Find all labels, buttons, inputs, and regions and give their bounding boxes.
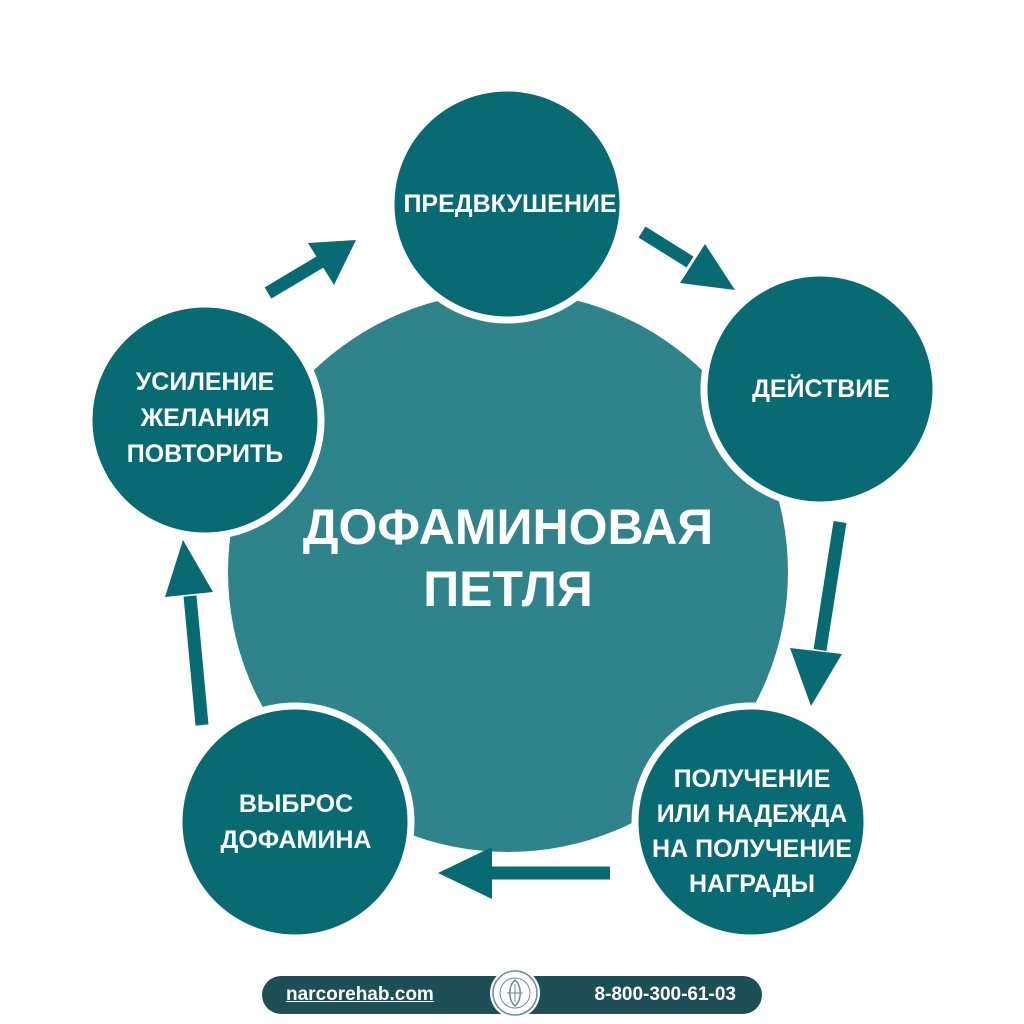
organization-seal-logo (490, 968, 540, 1018)
website-link[interactable]: narcorehab.com (286, 984, 434, 1005)
dopamine-label-line1: ВЫБРОС (239, 790, 353, 818)
action-circle (700, 269, 940, 509)
phone-number[interactable]: 8-800-300-61-03 (594, 984, 736, 1005)
center-title-line2: ПЕТЛЯ (423, 561, 593, 617)
footer-bar: narcorehab.com 8-800-300-61-03 (262, 968, 762, 1018)
action-label: ДЕЙСТВИЕ (752, 373, 890, 403)
reward-label-line2: ИЛИ НАДЕЖДА (657, 800, 847, 828)
anticipation-circle (387, 84, 627, 324)
arrow-repeat-to-anticipation (264, 240, 356, 299)
reward-label-line4: НАГРАДЫ (689, 870, 815, 898)
reward-label-line1: ПОЛУЧЕНИЕ (674, 765, 831, 793)
repeat-label-line1: УСИЛЕНИЕ (136, 368, 275, 396)
center-title-line1: ДОФАМИНОВАЯ (303, 499, 713, 555)
reward-label-line3: НА ПОЛУЧЕНИЕ (652, 835, 852, 863)
dopamine-circle (175, 702, 415, 942)
anticipation-label: ПРЕДВКУШЕНИЕ (403, 190, 616, 218)
center-circle (228, 292, 788, 852)
arrow-anticipation-to-action (638, 226, 735, 290)
arrow-reward-to-dopamine (438, 847, 610, 899)
arrow-dopamine-to-repeat (165, 540, 213, 726)
reward-circle (631, 702, 871, 942)
repeat-circle (85, 300, 325, 540)
repeat-label-line3: ПОВТОРИТЬ (127, 440, 284, 468)
arrow-action-to-reward (790, 520, 847, 706)
dopamine-label-line2: ДОФАМИНА (221, 826, 372, 854)
repeat-label-line2: ЖЕЛАНИЯ (140, 404, 270, 432)
